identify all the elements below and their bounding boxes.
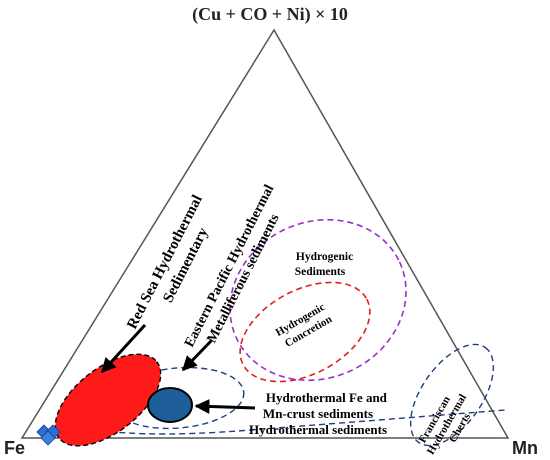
label-hydrogenic-sediments-line2: Sediments [295, 266, 346, 278]
label-hydrothermal-fe-mn: Hydrothermal Fe and Mn-crust sediments [263, 390, 390, 421]
label-hydrothermal-sediments: Hydrothermal sediments [249, 422, 387, 437]
sample-marker [40, 430, 56, 446]
label-hydrothermal-fe-mn-line1: Hydrothermal Fe and [266, 390, 388, 405]
field-franciscan [409, 343, 495, 447]
field-red-sea [54, 353, 162, 447]
field-hydrogenic-sediments [229, 218, 407, 382]
label-hydrothermal-fe-mn-line2: Mn-crust sediments [263, 406, 373, 421]
label-hydrogenic-concretion: Hydrogenic Concretion [274, 300, 337, 351]
field-hydrogenic-concretion [239, 281, 371, 383]
left-vertex-label: Fe [4, 438, 25, 458]
ternary-triangle [20, 28, 510, 439]
label-franciscan: Franciscan Hydrothermal Cherts [414, 383, 482, 460]
field-hydrothermal-sediments [69, 409, 506, 435]
sample-markers [36, 424, 61, 446]
label-hydrogenic-sediments-line1: Hydrogenic [296, 251, 353, 263]
label-hydrogenic-sediments: Hydrogenic Sediments [295, 251, 356, 278]
arrow-east-pacific [181, 338, 214, 372]
top-vertex-label: (Cu + CO + Ni) × 10 [192, 4, 348, 25]
arrow-hydrothermal-fe-mn [194, 398, 256, 414]
right-vertex-label: Mn [512, 438, 538, 458]
arrow-red-sea [100, 323, 147, 374]
field-east-pacific [147, 387, 193, 423]
